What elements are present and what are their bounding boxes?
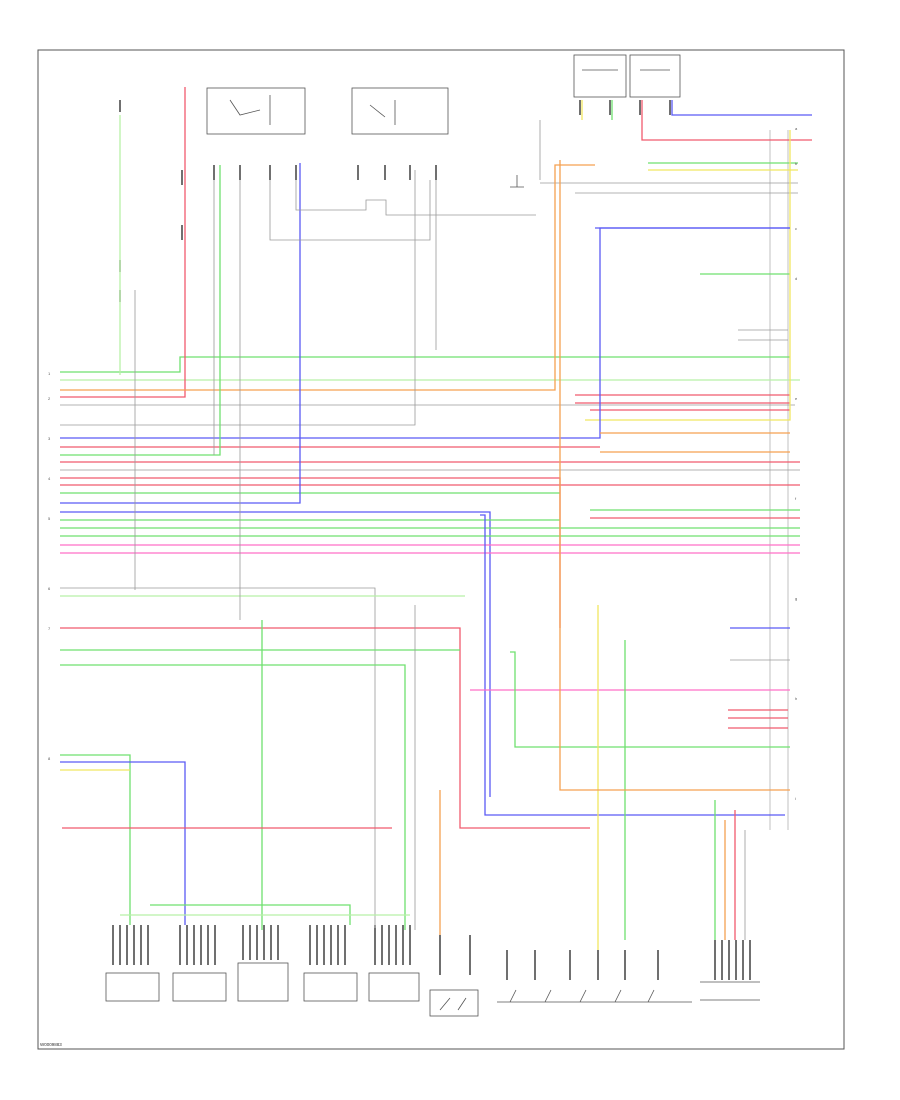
fuel-sender-box-1 bbox=[573, 54, 627, 98]
ecm-pin-labels: a b c d e f g h i 1 2 3 4 5 6 7 8 bbox=[48, 126, 798, 801]
figure-id: W0009883 bbox=[40, 1042, 62, 1047]
svg-text:e: e bbox=[795, 396, 798, 401]
injector-no1-box bbox=[105, 972, 160, 1002]
fuel-sender-box-2 bbox=[629, 54, 681, 98]
svg-text:3: 3 bbox=[48, 436, 51, 441]
top-components bbox=[206, 54, 681, 188]
stop-light-switch-box bbox=[351, 87, 449, 135]
shift-lock-solenoid-box bbox=[429, 989, 479, 1017]
svg-text:7: 7 bbox=[48, 626, 51, 631]
svg-text:i: i bbox=[795, 796, 796, 801]
diagram-border bbox=[37, 49, 845, 1050]
svg-text:c: c bbox=[795, 226, 797, 231]
svg-text:f: f bbox=[795, 496, 797, 501]
top-connector-pins bbox=[119, 100, 671, 302]
svg-text:4: 4 bbox=[48, 476, 51, 481]
injector-no4-box bbox=[368, 972, 420, 1002]
svg-text:8: 8 bbox=[48, 756, 51, 761]
svg-text:g: g bbox=[795, 596, 797, 601]
bottom-connector-pins bbox=[112, 925, 751, 980]
injector-no3-box bbox=[303, 972, 358, 1002]
main-relay-box bbox=[206, 87, 306, 135]
wires bbox=[60, 87, 812, 950]
ignition-coil-box bbox=[237, 962, 289, 1002]
svg-text:2: 2 bbox=[48, 396, 51, 401]
svg-text:a: a bbox=[795, 126, 798, 131]
transmission-control-switch bbox=[497, 989, 692, 1003]
svg-text:1: 1 bbox=[48, 371, 51, 376]
svg-text:5: 5 bbox=[48, 516, 51, 521]
air-fuel-ratio-sensor-connector bbox=[700, 981, 760, 1001]
svg-text:6: 6 bbox=[48, 586, 51, 591]
injector-no2-box bbox=[172, 972, 227, 1002]
bottom-components bbox=[105, 962, 760, 1017]
svg-text:h: h bbox=[795, 696, 797, 701]
svg-text:b: b bbox=[795, 161, 798, 166]
ground-symbol bbox=[510, 175, 524, 188]
svg-text:d: d bbox=[795, 276, 797, 281]
